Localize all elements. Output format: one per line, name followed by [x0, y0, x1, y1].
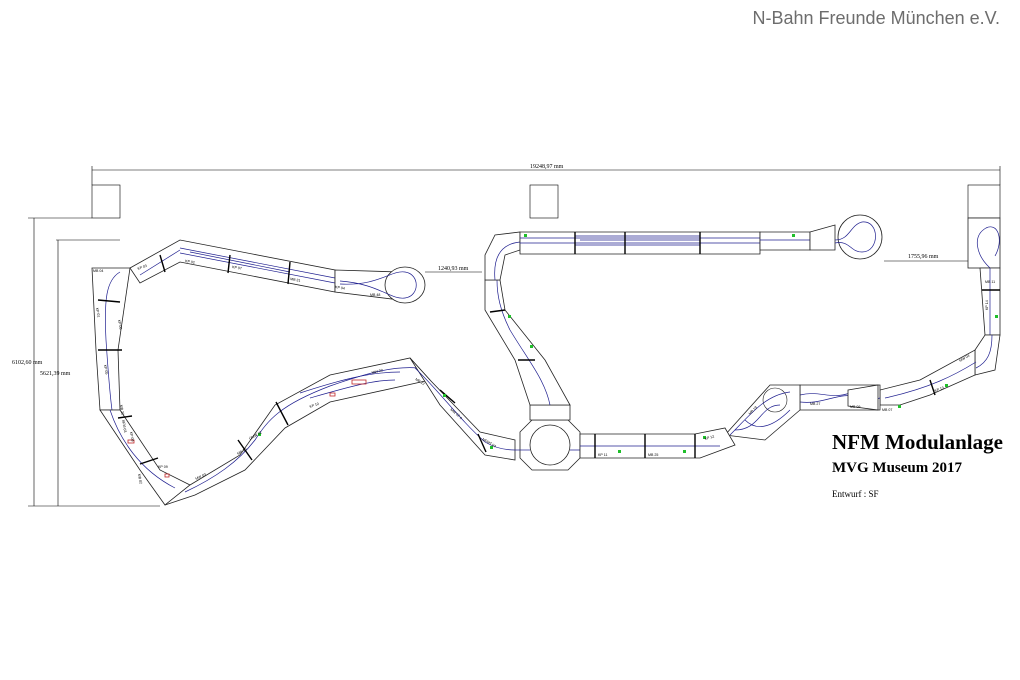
module-label: KP 12 [704, 435, 714, 441]
module-label: MB 04 [93, 269, 103, 273]
module-label: MB 09 [850, 405, 860, 409]
module-label: MB 02 [137, 473, 143, 484]
plan-title: NFM Modulanlage [832, 430, 1003, 454]
lower-right-modules [579, 384, 901, 459]
right-vertical-modules [879, 217, 1001, 406]
module-label: MB 07 [882, 408, 892, 412]
module-label: MW 04 [959, 354, 971, 363]
corner-box-middle [529, 184, 559, 219]
module-label: MB 31 [290, 277, 301, 283]
module-label: KP 07 [232, 265, 242, 271]
lower-middle-modules [164, 357, 516, 506]
module-label: MB 27 [810, 402, 820, 406]
module-label: KP 02 [185, 259, 195, 265]
module-label: KP 09 [158, 465, 168, 469]
module-label: KP 05 [103, 364, 109, 374]
module-label: MFMT 04 [482, 437, 497, 448]
module-label: KP 08 [129, 431, 135, 441]
gap-dimension-right: 1755,96 mm [884, 254, 968, 262]
corner-box-right [967, 184, 1001, 219]
module-label: MB 10 [237, 447, 248, 456]
module-label: KP 13 [934, 386, 945, 393]
module-label: MB 19 [748, 406, 758, 416]
svg-text:1755,96 mm: 1755,96 mm [908, 254, 939, 260]
module-label: MB 11 [985, 280, 995, 284]
module-label: KP 04 [335, 285, 345, 291]
overall-width-label: 19248,97 mm [530, 164, 564, 170]
module-label: KP 14 [985, 300, 989, 310]
plan-credit: Entwurf : SF [832, 489, 879, 499]
top-station-modules [519, 214, 883, 260]
module-label: MB 22 [415, 377, 426, 386]
left-section-modules [91, 239, 426, 506]
club-name-header: N-Bahn Freunde München e.V. [752, 8, 1001, 28]
center-vertical-modules [484, 231, 571, 406]
module-label: MB 25 [648, 453, 658, 457]
inner-height-label: 5621,39 mm [40, 371, 71, 377]
corner-box-left [91, 184, 121, 219]
height-dimensions: 6102,60 mm 5621,39 mm [12, 217, 160, 507]
module-label: NFM 03 [121, 419, 127, 432]
module-label: KP 11 [598, 453, 607, 457]
module-label: KP 06 [117, 319, 123, 329]
overall-width-dimension: 19248,97 mm [91, 164, 1001, 185]
module-label: KP 01 [95, 307, 101, 317]
plan-subtitle: MVG Museum 2017 [832, 460, 962, 476]
module-label: MB 32 [119, 404, 125, 415]
module-label: MW 03 [195, 472, 207, 480]
module-label: KP 10 [309, 402, 320, 409]
svg-text:1240,93 mm: 1240,93 mm [438, 266, 469, 272]
module-label: KP 03 [137, 264, 148, 271]
outer-height-label: 6102,60 mm [12, 360, 43, 366]
module-label: MB 48 [370, 293, 380, 297]
module-label: MW 02 [371, 368, 383, 375]
central-junction [515, 404, 590, 471]
module-label: ÜMW 02 [249, 430, 263, 440]
gap-dimension-left: 1240,93 mm [425, 266, 482, 273]
